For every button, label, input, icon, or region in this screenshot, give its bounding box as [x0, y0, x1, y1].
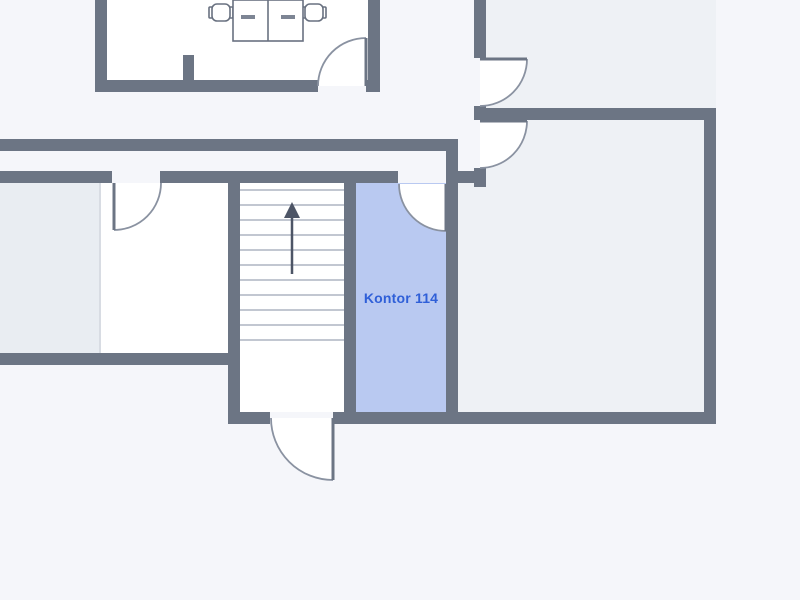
door-arc-icon: [317, 37, 367, 87]
wall-segment: [474, 0, 486, 58]
door-arc-icon: [398, 183, 447, 232]
door-lower-right: [479, 119, 528, 169]
room-lower-right-jog[interactable]: [458, 183, 486, 412]
door-swing-stair-exit: [271, 418, 333, 480]
walls: [0, 0, 716, 424]
door-kontor: [398, 183, 448, 232]
wall-segment: [160, 171, 398, 183]
wall-segment: [95, 80, 318, 92]
doors: [112, 37, 528, 481]
wall-segment: [0, 353, 240, 365]
arrow-head: [284, 202, 300, 218]
stairs-up-arrow-icon: [284, 202, 300, 274]
monitor-icon: [241, 15, 255, 19]
wall-segment: [368, 0, 380, 92]
wall-segment: [228, 171, 240, 424]
door-top-office: [317, 37, 368, 87]
wall-segment: [446, 139, 458, 424]
door-swing-top-office: [318, 38, 366, 86]
door-swing-lower-right: [480, 121, 527, 168]
wall-segment: [183, 55, 194, 92]
wall-segment: [0, 171, 112, 183]
wall-segment: [704, 108, 716, 424]
wall-segment: [0, 139, 458, 151]
door-swings: [114, 38, 527, 480]
stairs: [240, 189, 344, 341]
door-arc-icon: [113, 182, 162, 231]
monitor-icon: [281, 15, 295, 19]
door-stair-exit: [270, 417, 335, 481]
door-arc-icon: [270, 417, 334, 481]
room-lower-right[interactable]: [486, 120, 704, 412]
wall-segment: [95, 0, 107, 92]
door-arc-icon: [479, 120, 528, 169]
door-swing-kontor: [399, 184, 446, 231]
door-swing-left-room: [114, 183, 161, 230]
furniture: [208, 0, 327, 42]
wall-segment: [474, 108, 716, 120]
room-upper-right[interactable]: [486, 0, 716, 108]
door-left-room: [112, 182, 162, 231]
room-left-a[interactable]: [0, 183, 100, 353]
door-arc-icon: [479, 58, 528, 107]
room-left-divider: [99, 183, 101, 353]
wall-segment: [333, 412, 716, 424]
wall-segment: [344, 171, 356, 424]
rooms: [0, 0, 716, 412]
door-swing-upper-right: [480, 59, 527, 106]
door-upper-right: [479, 57, 528, 107]
office-chair-icon: [211, 3, 231, 22]
office-chair-icon: [304, 3, 324, 22]
